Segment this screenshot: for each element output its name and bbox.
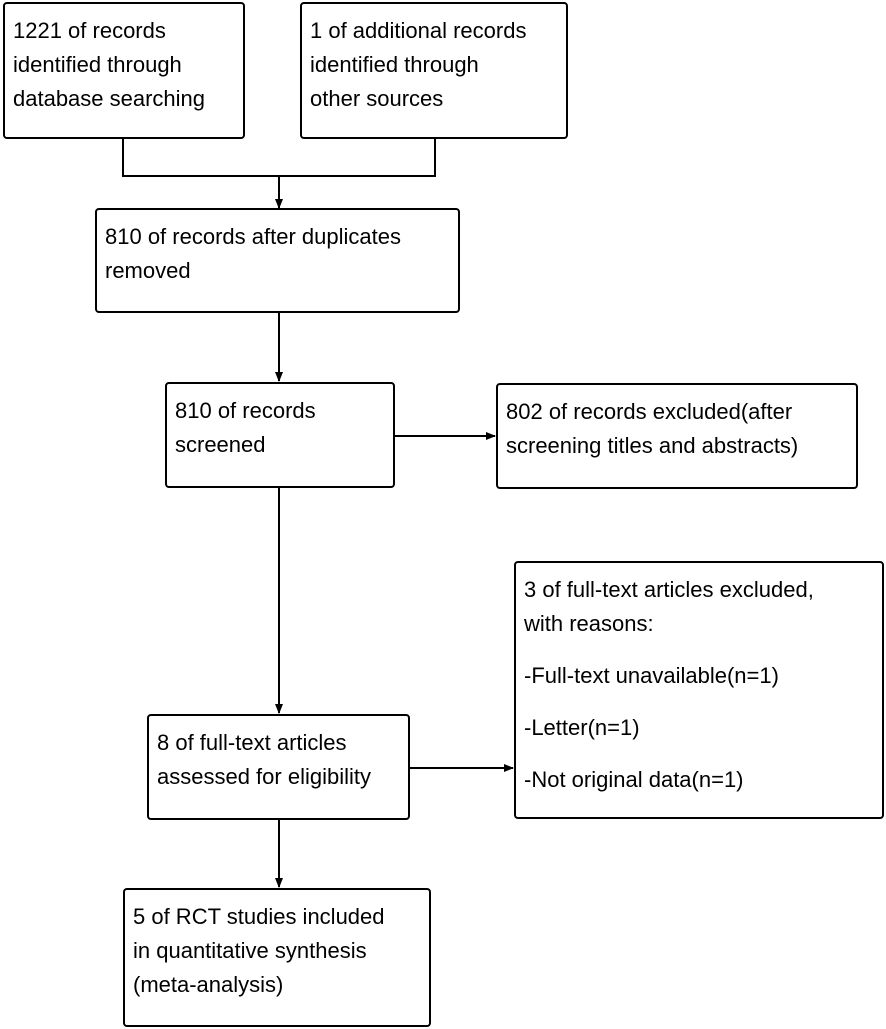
included-line-2: in quantitative synthesis	[133, 938, 367, 963]
reason-letter: -Letter(n=1)	[524, 715, 640, 740]
included-line-1: 5 of RCT studies included	[133, 904, 385, 929]
reason-full-text-unavailable: -Full-text unavailable(n=1)	[524, 663, 779, 688]
full-text-excluded-line-1: 3 of full-text articles excluded,	[524, 577, 814, 602]
other-sources-box: 1 of additional records identified throu…	[300, 2, 568, 139]
reason-not-original-data: -Not original data(n=1)	[524, 767, 744, 792]
database-line-3: database searching	[13, 86, 206, 111]
full-text-excluded-line-2: with reasons:	[524, 611, 654, 636]
screened-line-1: 810 of records	[175, 398, 316, 423]
included-line-3: (meta-analysis)	[133, 972, 284, 997]
full-text-assessed-line-1: 8 of full-text articles	[157, 730, 347, 755]
database-line-2: identified through	[13, 52, 182, 77]
database-records-box: 1221 of records identified through datab…	[3, 2, 245, 139]
other-sources-line-2: identified through	[310, 52, 479, 77]
database-line-1: 1221 of records	[13, 18, 166, 43]
excluded-screening-box: 802 of records excluded(after screening …	[496, 383, 858, 489]
excluded-screening-line-2: screening titles and abstracts)	[506, 433, 799, 458]
screened-box: 810 of records screened	[165, 382, 395, 488]
other-sources-line-3: other sources	[310, 86, 444, 111]
after-duplicates-box: 810 of records after duplicates removed	[95, 208, 460, 313]
full-text-excluded-box: 3 of full-text articles excluded, with r…	[514, 561, 884, 819]
included-box: 5 of RCT studies included in quantitativ…	[123, 888, 431, 1027]
excluded-screening-line-1: 802 of records excluded(after	[506, 399, 793, 424]
full-text-assessed-line-2: assessed for eligibility	[157, 764, 371, 789]
other-sources-line-1: 1 of additional records	[310, 18, 527, 43]
screened-line-2: screened	[175, 432, 266, 457]
after-duplicates-line-2: removed	[105, 258, 191, 283]
after-duplicates-line-1: 810 of records after duplicates	[105, 224, 401, 249]
full-text-assessed-box: 8 of full-text articles assessed for eli…	[147, 714, 410, 820]
